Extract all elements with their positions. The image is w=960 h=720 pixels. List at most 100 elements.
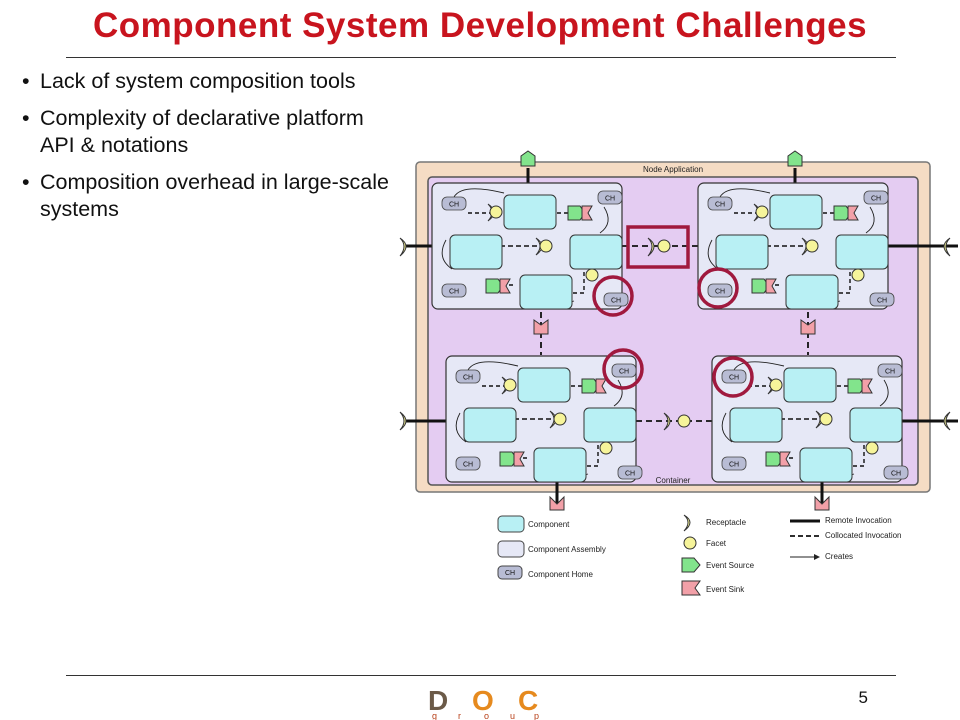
legend-remote-label: Remote Invocation xyxy=(825,516,892,525)
legend-home-swatch xyxy=(497,565,523,580)
legend: Component Component Assembly CH Componen… xyxy=(497,514,902,596)
legend-event-source-label: Event Source xyxy=(706,561,755,570)
event-source-icon xyxy=(787,150,803,167)
event-sink-icon xyxy=(581,205,593,221)
legend-home-chip-label: CH xyxy=(505,570,515,577)
event-sink-icon xyxy=(847,205,859,221)
component-home-chip xyxy=(869,292,895,307)
component-home-label: CH xyxy=(877,298,887,305)
legend-facet-label: Facet xyxy=(706,539,727,548)
event-sink-icon xyxy=(499,278,511,294)
bullet-item: Composition overhead in large-scale syst… xyxy=(20,169,410,223)
legend-assembly-label: Component Assembly xyxy=(528,545,606,554)
component-box xyxy=(835,234,889,270)
component-home-label: CH xyxy=(715,289,725,296)
facet-icon xyxy=(677,414,691,428)
facet-icon xyxy=(819,412,833,426)
svg-text:u: u xyxy=(510,711,515,720)
event-sink-icon xyxy=(765,278,777,294)
facet-icon xyxy=(489,205,503,219)
component-home-chip xyxy=(883,465,909,480)
svg-text:r: r xyxy=(458,711,461,720)
event-sink-icon xyxy=(814,495,830,511)
component-box xyxy=(769,194,823,230)
legend-receptacle-label: Receptacle xyxy=(706,518,747,527)
svg-text:O: O xyxy=(472,685,494,716)
svg-text:p: p xyxy=(534,711,539,720)
component-home-label: CH xyxy=(729,375,739,382)
component-home-label: CH xyxy=(885,369,895,376)
facet-icon xyxy=(657,239,671,253)
component-home-chip xyxy=(441,283,467,298)
collocated-link xyxy=(836,438,865,467)
facet-icon xyxy=(865,441,879,455)
component-home-label: CH xyxy=(449,289,459,296)
collocated-link xyxy=(556,265,585,294)
event-sink-icon xyxy=(549,495,565,511)
logo-lettering: D O C g r o u p xyxy=(428,685,539,720)
receptacle-icon xyxy=(399,411,407,431)
receptacle-icon xyxy=(943,237,951,257)
svg-text:g: g xyxy=(432,711,437,720)
creates-arrow xyxy=(613,379,623,407)
creates-arrow xyxy=(441,239,453,270)
receptacle-icon xyxy=(683,514,691,532)
component-home-label: CH xyxy=(715,202,725,209)
component-box xyxy=(799,447,853,483)
component-box xyxy=(519,274,573,310)
receptacle-icon xyxy=(647,237,655,257)
creates-arrow xyxy=(879,379,889,407)
event-source-icon xyxy=(681,557,701,573)
collocated-link xyxy=(570,438,599,467)
component-home-chip xyxy=(707,196,733,211)
highlight-square xyxy=(626,225,690,269)
legend-home-label: Component Home xyxy=(528,570,593,579)
creates-arrow xyxy=(733,361,785,371)
component-home-chip xyxy=(617,465,643,480)
creates-arrow xyxy=(719,188,771,198)
legend-event-sink-label: Event Sink xyxy=(706,585,745,594)
facet-icon xyxy=(553,412,567,426)
facet-icon xyxy=(585,268,599,282)
component-home-label: CH xyxy=(891,471,901,478)
component-home-label: CH xyxy=(449,202,459,209)
component-box xyxy=(503,194,557,230)
event-sink-icon xyxy=(800,319,816,335)
event-sink-icon xyxy=(513,451,525,467)
component-box xyxy=(583,407,637,443)
component-box xyxy=(785,274,839,310)
component-box xyxy=(729,407,783,443)
facet-icon xyxy=(683,536,697,550)
component-home-chip xyxy=(441,196,467,211)
component-home-chip xyxy=(603,292,629,307)
highlight-circles xyxy=(592,267,754,398)
doc-group-logo: D O C g r o u p xyxy=(428,685,539,720)
legend-component-label: Component xyxy=(528,520,570,529)
component-box xyxy=(783,367,837,403)
component-box xyxy=(533,447,587,483)
event-source-icon xyxy=(520,150,536,167)
component-home-chip xyxy=(877,363,903,378)
inter-assembly-ports xyxy=(533,237,816,431)
receptacle-icon xyxy=(943,411,951,431)
component-box xyxy=(463,407,517,443)
component-home-label: CH xyxy=(611,298,621,305)
component-box xyxy=(449,234,503,270)
title-rule xyxy=(66,57,896,58)
event-sink-icon xyxy=(779,451,791,467)
legend-component-swatch xyxy=(497,515,525,533)
component-box xyxy=(517,367,571,403)
container-label: Container xyxy=(656,476,691,485)
component-home-chip xyxy=(721,456,747,471)
component-home-label: CH xyxy=(463,375,473,382)
component-home-label: CH xyxy=(605,196,615,203)
legend-creates-label: Creates xyxy=(825,552,853,561)
event-sink-icon xyxy=(681,580,701,596)
bullet-list: Lack of system composition tools Complex… xyxy=(20,68,420,233)
creates-arrow xyxy=(721,412,733,443)
component-home-label: CH xyxy=(625,471,635,478)
